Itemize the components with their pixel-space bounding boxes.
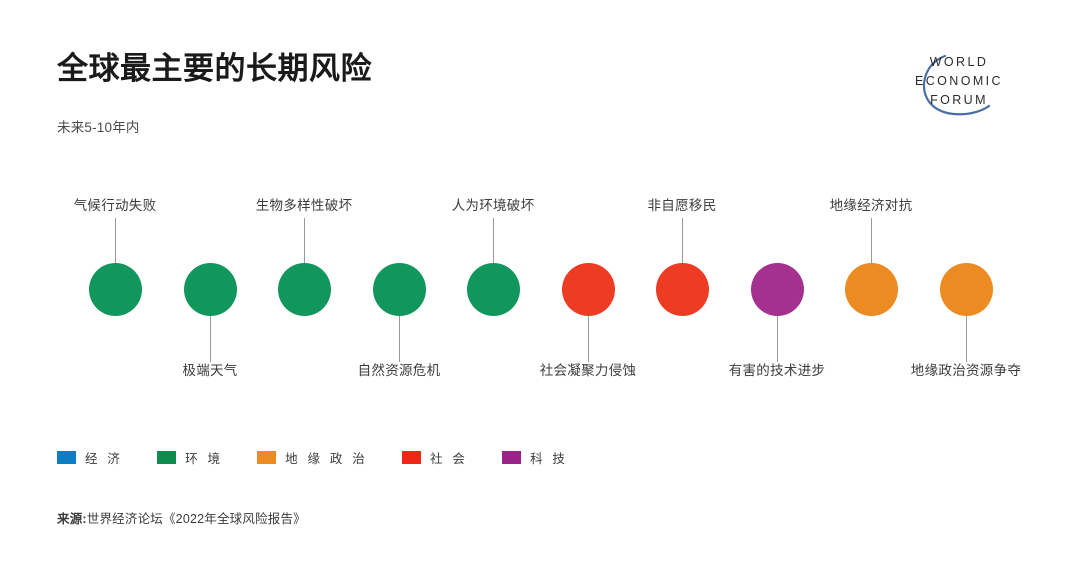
legend-swatch-economic: [57, 451, 76, 464]
risk-bubble[interactable]: [844, 263, 898, 316]
source-note: 来源:世界经济论坛《2022年全球风险报告》: [57, 508, 306, 527]
legend-label: 社 会: [429, 452, 469, 466]
legend-label: 科 技: [530, 452, 569, 466]
risk-connector-line: [681, 218, 683, 290]
risk-connector-line: [114, 218, 116, 290]
risk-connector-line: [398, 290, 400, 362]
risk-bubble[interactable]: [88, 263, 142, 316]
legend-swatch-technological: [502, 451, 522, 464]
risk-label: 生物多样性破坏: [255, 198, 353, 213]
logo-line-world: WORLD: [929, 55, 989, 69]
legend-swatch-societal: [401, 451, 421, 464]
legend-label: 地 缘 政 治: [285, 452, 368, 466]
risk-bubble[interactable]: [750, 263, 804, 316]
legend-swatch-environmental: [157, 451, 177, 464]
risk-label: 自然资源危机: [357, 363, 441, 378]
risk-bubble[interactable]: [277, 263, 331, 316]
page-title: 全球最主要的长期风险: [57, 51, 372, 86]
risk-bubble[interactable]: [466, 263, 520, 316]
risk-label: 极端天气: [182, 363, 238, 378]
legend-item-economic[interactable]: 经 济: [57, 448, 123, 467]
risk-label: 地缘经济对抗: [829, 198, 913, 213]
risk-bubble[interactable]: [372, 263, 426, 316]
risk-label: 人为环境破坏: [451, 198, 535, 213]
legend-label: 环 境: [185, 452, 224, 466]
risk-bubble[interactable]: [655, 263, 709, 316]
logo-line-forum: FORUM: [930, 93, 988, 107]
risk-label: 气候行动失败: [73, 198, 157, 213]
legend-swatch-geopolitical: [257, 451, 277, 464]
risk-connector-line: [587, 290, 589, 362]
legend-item-geopolitical[interactable]: 地 缘 政 治: [257, 448, 368, 467]
legend-item-environmental[interactable]: 环 境: [157, 448, 223, 467]
risk-connector-line: [870, 218, 872, 290]
page-subtitle: 未来5-10年内: [57, 120, 140, 135]
chart-legend: 经 济环 境地 缘 政 治社 会科 技: [57, 448, 602, 467]
legend-item-societal[interactable]: 社 会: [401, 448, 469, 467]
risk-connector-line: [776, 290, 778, 362]
legend-label: 经 济: [85, 452, 124, 466]
risk-bubble[interactable]: [939, 263, 993, 316]
risk-connector-line: [492, 218, 494, 290]
risk-bubble-chart: 气候行动失败极端天气 生物多样性破坏自然资源危机 人为环境破坏社会凝聚力侵蚀 非自愿移…: [0, 170, 1080, 410]
source-prefix: 来源:: [57, 512, 87, 526]
risk-connector-line: [965, 290, 967, 362]
risk-label: 地缘政治资源争夺: [910, 363, 1022, 378]
risk-label: 社会凝聚力侵蚀: [539, 363, 637, 378]
source-text: 世界经济论坛《2022年全球风险报告》: [86, 512, 306, 526]
world-economic-forum-logo: WORLD ECONOMIC FORUM: [893, 48, 1025, 120]
risk-connector-line: [303, 218, 305, 290]
wef-arc-icon: [923, 54, 991, 116]
risk-connector-line: [209, 290, 211, 362]
risk-label: 非自愿移民: [647, 198, 717, 213]
logo-line-economic: ECONOMIC: [915, 74, 1003, 88]
risk-bubble[interactable]: [183, 263, 237, 316]
risk-bubble[interactable]: [561, 263, 615, 316]
risk-label: 有害的技术进步: [728, 363, 826, 378]
legend-item-technological[interactable]: 科 技: [502, 448, 568, 467]
